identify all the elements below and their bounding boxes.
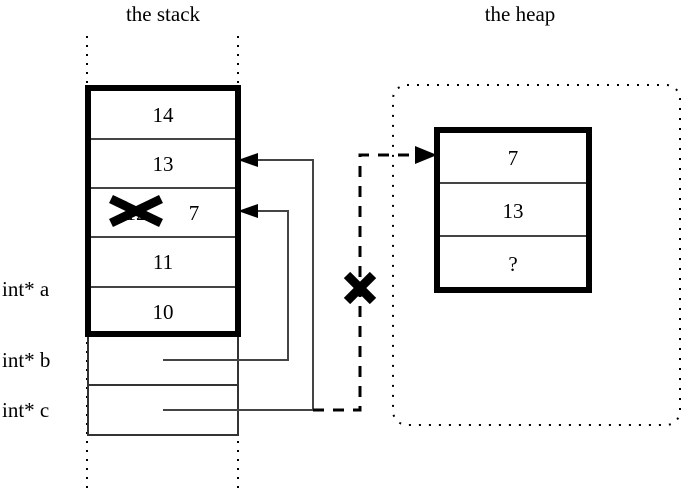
stack-value-box	[85, 85, 241, 337]
pointer-c-dashed-connector	[313, 153, 424, 412]
variable-label-b: int* b	[2, 348, 51, 372]
stack-cell-value-0: 14	[152, 103, 174, 127]
heap-cell-value-2: ?	[508, 252, 518, 276]
stack-cell-value-3: 11	[152, 250, 174, 274]
variable-label-a: int* a	[2, 277, 50, 301]
invalid-pointer-x-cross-icon	[343, 271, 377, 305]
stack-cell-value-1: 13	[152, 152, 174, 176]
pointer-b-arrowhead	[238, 204, 258, 218]
struck-value-x-cross-icon	[109, 194, 163, 228]
stack-cell-value-4: 10	[152, 300, 174, 324]
heap-cell-value-0: 7	[507, 146, 519, 170]
heap-block	[434, 127, 592, 293]
stack-title: the stack	[125, 2, 201, 26]
pointer-c-arrowhead	[415, 146, 437, 164]
stack-cell-value-2: 12	[125, 201, 147, 225]
heap-title: the heap	[484, 2, 556, 26]
variable-label-c: int* c	[2, 398, 50, 422]
pointer-outer-connector	[163, 159, 314, 411]
heap-region-outline	[392, 84, 681, 426]
stack-cell-replacement-value-2: 7	[188, 201, 200, 225]
pointer-b-connector	[163, 210, 289, 361]
heap-cell-value-1: 13	[502, 199, 524, 223]
pointer-outer-arrowhead	[238, 153, 258, 167]
